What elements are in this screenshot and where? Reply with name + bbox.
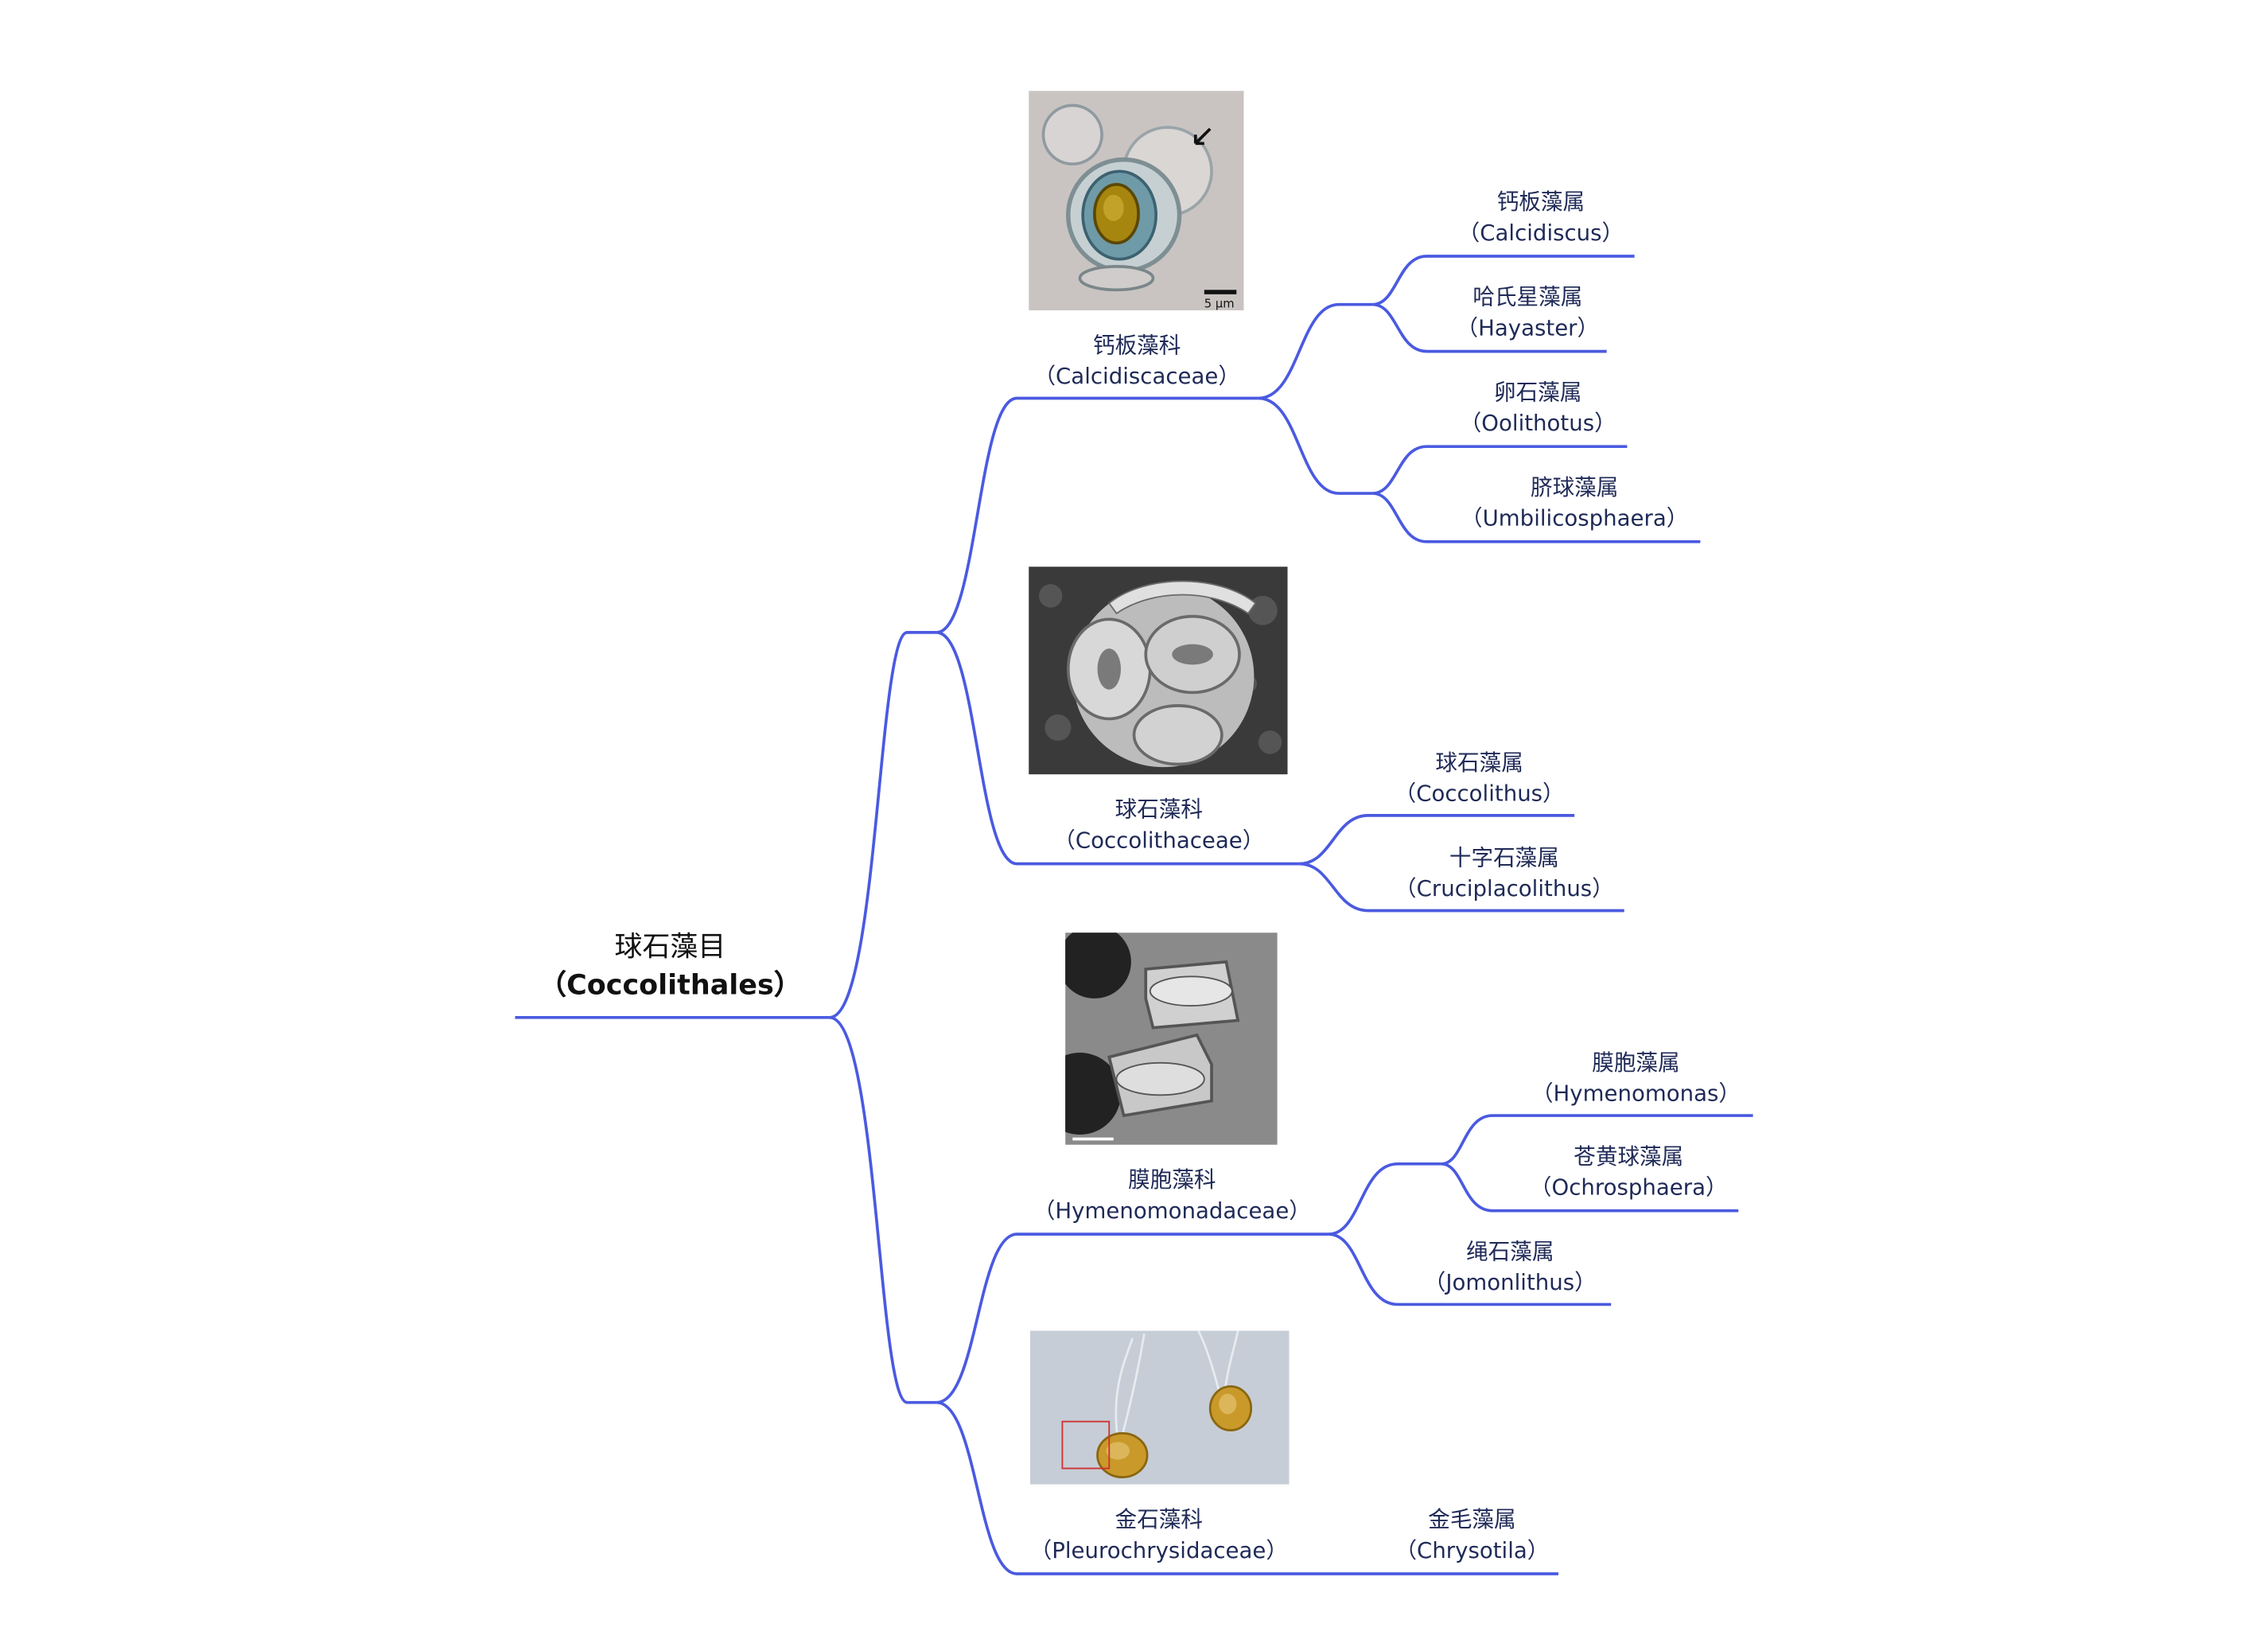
genus-label-cruciplacolithus[interactable]: 十字石藻属 （Cruciplacolithus）	[1395, 843, 1614, 905]
family-en: （Coccolithaceae）	[1053, 827, 1265, 854]
genus-label-hymenomonas[interactable]: 膜胞藻属 （Hymenomonas）	[1531, 1048, 1741, 1109]
genus-zh: 苍黄球藻属	[1574, 1143, 1684, 1170]
genus-en: （Umbilicosphaera）	[1461, 504, 1689, 531]
genus-en: （Jomonlithus）	[1423, 1269, 1597, 1296]
family-en: （Calcidiscaceae）	[1033, 363, 1240, 390]
family-en: （Pleurochrysidaceae）	[1029, 1537, 1289, 1564]
genus-zh: 卵石藻属	[1493, 379, 1582, 406]
genus-zh: 十字石藻属	[1449, 844, 1559, 871]
family-label-hymenomonadaceae[interactable]: 膜胞藻科 （Hymenomonadaceae）	[1033, 1166, 1311, 1227]
hymenomonas-sem	[1065, 933, 1278, 1145]
genus-en: （Coccolithus）	[1394, 780, 1565, 807]
genus-label-coccolithus[interactable]: 球石藻属 （Coccolithus）	[1395, 748, 1565, 809]
root-en: （Coccolithales）	[539, 969, 802, 1002]
genus-label-calcidiscus[interactable]: 钙板藻属 （Calcidiscus）	[1458, 188, 1624, 249]
genus-label-umbilicosphaera[interactable]: 脐球藻属 （Umbilicosphaera）	[1461, 473, 1688, 534]
family-label-pleurochrysidaceae[interactable]: 金石藻科 （Pleurochrysidaceae）	[1030, 1505, 1288, 1567]
family-label-calcidiscaceae[interactable]: 钙板藻科 （Calcidiscaceae）	[1033, 331, 1240, 392]
pleurochrysis-micrograph	[1029, 1330, 1290, 1485]
family-zh: 膜胞藻科	[1128, 1166, 1216, 1193]
genus-label-oolithotus[interactable]: 卵石藻属 （Oolithotus）	[1460, 378, 1616, 439]
genus-en: （Ochrosphaera）	[1529, 1174, 1728, 1201]
genus-zh: 钙板藻属	[1496, 189, 1585, 216]
genus-label-ochrosphaera[interactable]: 苍黄球藻属 （Ochrosphaera）	[1530, 1142, 1728, 1203]
genus-zh: 哈氏星藻属	[1472, 283, 1583, 311]
family-zh: 钙板藻科	[1093, 332, 1181, 359]
scale-bar-label: 5 μm	[1204, 297, 1235, 310]
root-node-label[interactable]: 球石藻目 （Coccolithales）	[539, 929, 802, 1005]
root-zh: 球石藻目	[614, 931, 726, 964]
genus-en: （Hayaster）	[1456, 314, 1600, 341]
genus-zh: 绳石藻属	[1466, 1238, 1554, 1265]
genus-en: （Hymenomonas）	[1531, 1080, 1741, 1108]
genus-label-jomonlithus[interactable]: 绳石藻属 （Jomonlithus）	[1424, 1237, 1597, 1299]
genus-label-chrysotila[interactable]: 金毛藻属 （Chrysotila）	[1395, 1505, 1549, 1567]
calcidiscus-micrograph: 5 μm	[1029, 91, 1244, 311]
genus-en: （Chrysotila）	[1395, 1537, 1550, 1564]
family-label-coccolithaceae[interactable]: 球石藻科 （Coccolithaceae）	[1053, 795, 1264, 856]
genus-label-hayaster[interactable]: 哈氏星藻属 （Hayaster）	[1457, 282, 1600, 344]
family-en: （Hymenomonadaceae）	[1033, 1197, 1311, 1225]
coccolithus-sem	[1029, 567, 1288, 775]
genus-en: （Calcidiscus）	[1457, 220, 1624, 247]
genus-zh: 金毛藻属	[1428, 1506, 1516, 1533]
genus-zh: 膜胞藻属	[1592, 1049, 1680, 1077]
family-zh: 球石藻科	[1115, 796, 1204, 824]
genus-en: （Oolithotus）	[1459, 410, 1616, 437]
genus-en: （Cruciplacolithus）	[1395, 875, 1614, 902]
genus-zh: 球石藻属	[1435, 750, 1523, 777]
family-zh: 金石藻科	[1115, 1506, 1204, 1533]
genus-zh: 脐球藻属	[1530, 474, 1619, 501]
